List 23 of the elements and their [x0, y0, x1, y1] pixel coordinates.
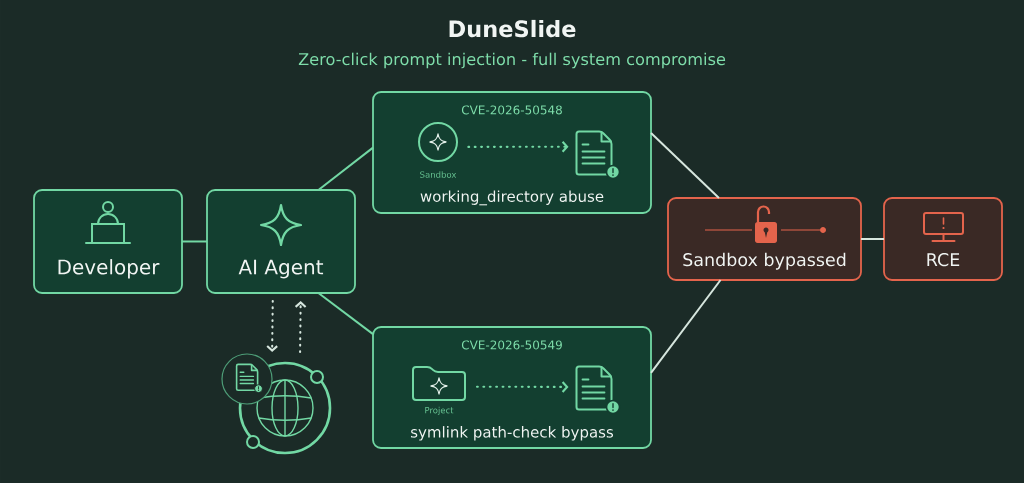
dotted-arrow [294, 301, 307, 354]
subtitle: Zero-click prompt injection - full system compromise [298, 52, 726, 69]
connector-line [650, 131, 720, 199]
document-alert-icon [575, 365, 621, 415]
globe-illustration [221, 353, 332, 455]
dotted-arrow [467, 141, 569, 153]
connector-line [181, 240, 208, 243]
result-box: RCE [883, 197, 1003, 281]
dotted-arrow [475, 381, 569, 393]
connector-line [860, 238, 885, 240]
cve-id: CVE-2026-50548 [461, 105, 562, 115]
icon-caption: Sandbox [420, 171, 457, 178]
cve-id: CVE-2026-50549 [461, 340, 562, 350]
connector-line [650, 279, 722, 374]
document-alert-icon [575, 130, 621, 180]
icon-caption: Project [425, 406, 454, 416]
result-box: Sandbox bypassed [667, 197, 862, 281]
connector-line [317, 292, 374, 336]
dotted-arrow [266, 299, 278, 352]
connector-line [317, 146, 374, 191]
title: DuneSlide [449, 19, 576, 38]
process-box: Developer [33, 189, 183, 294]
process-box: AI Agent [206, 189, 356, 294]
